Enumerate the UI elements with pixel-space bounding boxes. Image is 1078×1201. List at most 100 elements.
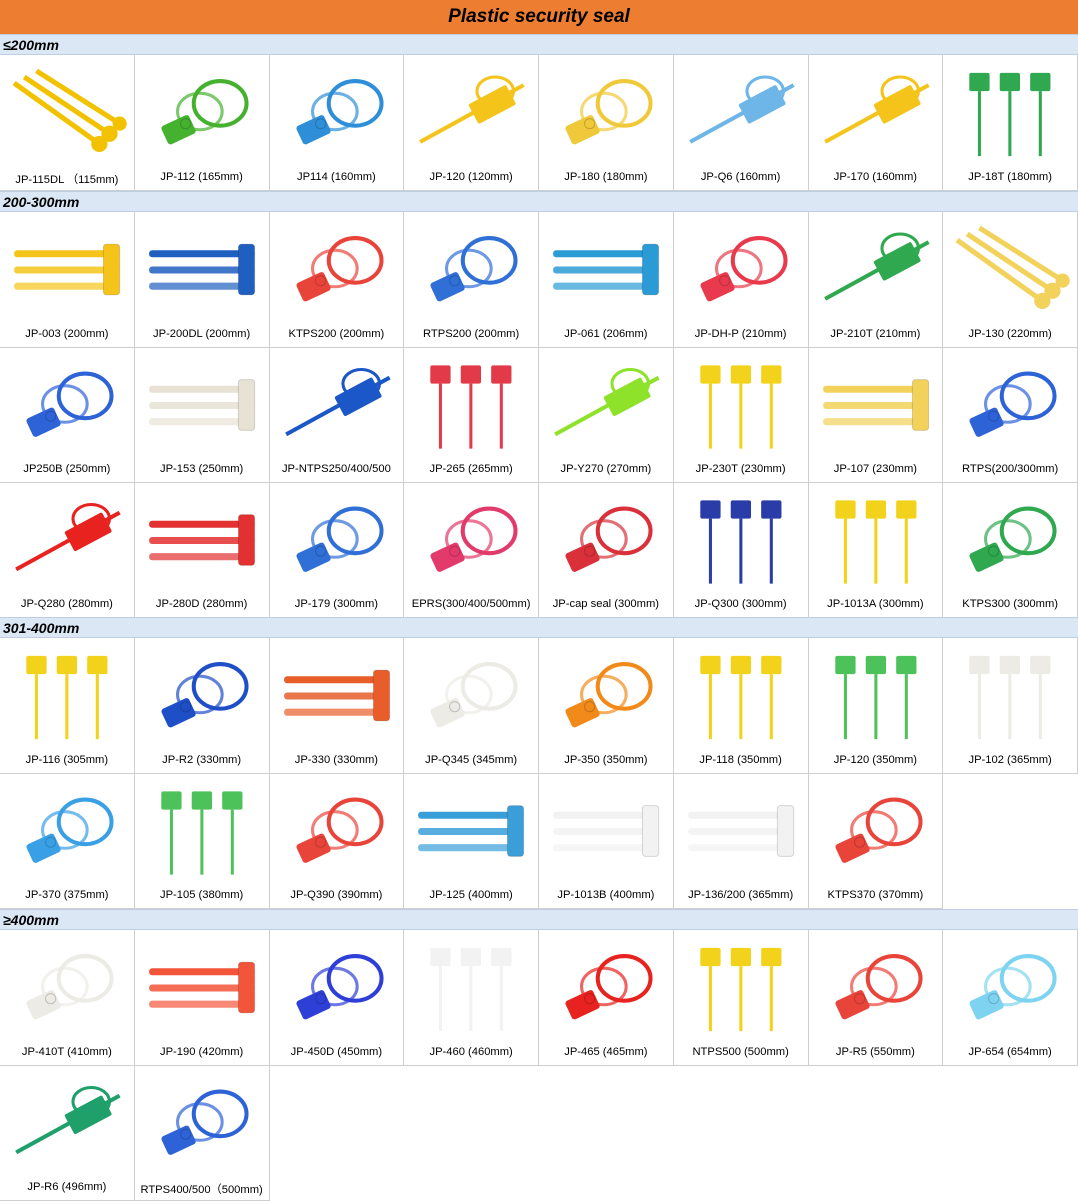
product-card[interactable]: JP-200DL (200mm) — [134, 212, 270, 348]
product-card[interactable]: JP-Y270 (270mm) — [539, 348, 674, 483]
product-card[interactable]: JP-R6 (496mm) — [0, 1066, 135, 1201]
product-card[interactable]: JP-NTPS250/400/500 — [269, 348, 405, 483]
pull-seal-flag-icon — [815, 216, 937, 325]
product-row: JP-003 (200mm) JP-200DL (200mm) KTPS200 … — [0, 212, 1078, 348]
pull-seal-loop-icon — [949, 934, 1071, 1043]
product-card[interactable]: JP-125 (400mm) — [404, 774, 539, 909]
product-caption: KTPS200 (200mm) — [288, 328, 385, 340]
product-card[interactable]: JP-210T (210mm) — [808, 212, 944, 348]
product-caption: JP-118 (350mm) — [699, 754, 782, 766]
product-card[interactable]: JP-230T (230mm) — [673, 348, 809, 483]
product-card[interactable]: JP-102 (365mm) — [943, 638, 1078, 774]
product-card[interactable]: RTPS(200/300mm) — [943, 348, 1078, 483]
product-card[interactable]: NTPS500 (500mm) — [673, 930, 809, 1066]
product-caption: KTPS370 (370mm) — [827, 889, 924, 901]
product-caption: JP250B (250mm) — [23, 463, 111, 475]
pull-seal-loop-icon — [815, 778, 937, 886]
pull-seal-loop-icon — [410, 487, 532, 595]
product-card[interactable]: JP-116 (305mm) — [0, 638, 135, 774]
product-row: JP-116 (305mm) JP-R2 (330mm) JP-330 (330… — [0, 638, 1078, 774]
product-card[interactable]: JP-136/200 (365mm) — [673, 774, 809, 909]
product-card[interactable]: JP-118 (350mm) — [673, 638, 809, 774]
product-card[interactable]: JP-cap seal (300mm) — [539, 483, 674, 618]
section-header: ≥400mm — [0, 909, 1078, 930]
product-card[interactable]: JP-107 (230mm) — [808, 348, 944, 483]
product-caption: JP-180 (180mm) — [564, 171, 648, 183]
product-caption: JP-136/200 (365mm) — [688, 889, 794, 901]
product-card[interactable]: JP-120 (350mm) — [808, 638, 944, 774]
pull-seal-tag-icon — [680, 934, 802, 1043]
product-card[interactable]: RTPS200 (200mm) — [404, 212, 539, 348]
product-caption: JP-410T (410mm) — [21, 1046, 112, 1058]
product-card[interactable]: JP-370 (375mm) — [0, 774, 135, 909]
product-card[interactable]: RTPS400/500（500mm) — [134, 1066, 270, 1201]
section-label: 301-400mm — [3, 619, 80, 636]
product-card[interactable]: KTPS370 (370mm) — [808, 774, 944, 909]
pull-seal-arrow-icon — [949, 216, 1071, 325]
product-card[interactable]: JP-179 (300mm) — [269, 483, 405, 618]
product-card[interactable]: JP250B (250mm) — [0, 348, 135, 483]
product-caption: JP-1013A (300mm) — [827, 598, 924, 610]
product-card[interactable]: JP-450D (450mm) — [269, 930, 405, 1066]
product-card[interactable]: JP-120 (120mm) — [404, 55, 539, 191]
product-card[interactable]: JP-DH-P (210mm) — [673, 212, 809, 348]
strap-seal-icon — [6, 216, 128, 325]
product-card[interactable]: JP114 (160mm) — [269, 55, 405, 191]
pull-seal-loop-icon — [949, 352, 1071, 460]
strap-seal-icon — [141, 934, 263, 1043]
product-card[interactable]: JP-130 (220mm) — [943, 212, 1078, 348]
product-card[interactable]: JP-Q390 (390mm) — [269, 774, 405, 909]
product-caption: JP-350 (350mm) — [564, 754, 648, 766]
product-caption: JP-Q390 (390mm) — [290, 889, 383, 901]
product-card[interactable]: JP-330 (330mm) — [269, 638, 405, 774]
pull-seal-tag-icon — [680, 487, 802, 595]
pull-seal-loop-icon — [410, 216, 532, 325]
pull-seal-tag-icon — [815, 487, 937, 595]
product-card[interactable]: JP-1013B (400mm) — [539, 774, 674, 909]
product-caption: NTPS500 (500mm) — [692, 1046, 789, 1058]
product-card[interactable]: JP-265 (265mm) — [404, 348, 539, 483]
product-card[interactable]: JP-003 (200mm) — [0, 212, 135, 348]
product-card[interactable]: JP-410T (410mm) — [0, 930, 135, 1066]
pull-seal-flag-icon — [6, 487, 128, 595]
product-caption: JP-280D (280mm) — [155, 598, 248, 610]
product-caption: JP-200DL (200mm) — [153, 328, 251, 340]
section-label: ≤200mm — [3, 36, 59, 53]
pull-seal-flag-icon — [815, 59, 937, 168]
product-card[interactable]: KTPS200 (200mm) — [269, 212, 405, 348]
product-card[interactable]: JP-112 (165mm) — [134, 55, 270, 191]
product-card[interactable]: JP-180 (180mm) — [539, 55, 674, 191]
product-caption: JP-R2 (330mm) — [162, 754, 242, 766]
section-label: ≥400mm — [3, 911, 59, 928]
product-caption: JP-18T (180mm) — [968, 171, 1052, 183]
product-card[interactable]: JP-061 (206mm) — [539, 212, 674, 348]
product-card[interactable]: JP-R2 (330mm) — [134, 638, 270, 774]
product-card[interactable]: KTPS300 (300mm) — [943, 483, 1078, 618]
pull-seal-tag-icon — [6, 642, 128, 751]
pull-seal-arrow-icon — [6, 59, 128, 168]
product-card[interactable]: EPRS(300/400/500mm) — [404, 483, 539, 618]
product-card[interactable]: JP-115DL （115mm) — [0, 55, 135, 191]
product-card[interactable]: JP-Q345 (345mm) — [404, 638, 539, 774]
product-card[interactable]: JP-Q300 (300mm) — [673, 483, 809, 618]
section-header: ≤200mm — [0, 34, 1078, 55]
pull-seal-tag-icon — [141, 778, 263, 886]
product-row: JP-370 (375mm) JP-105 (380mm) JP-Q390 (3… — [0, 774, 1078, 909]
product-card[interactable]: JP-190 (420mm) — [134, 930, 270, 1066]
product-card[interactable]: JP-Q6 (160mm) — [673, 55, 809, 191]
pull-seal-loop-icon — [276, 487, 398, 595]
product-card[interactable]: JP-460 (460mm) — [404, 930, 539, 1066]
product-card[interactable]: JP-18T (180mm) — [943, 55, 1078, 191]
product-card[interactable]: JP-350 (350mm) — [539, 638, 674, 774]
product-card[interactable]: JP-153 (250mm) — [134, 348, 270, 483]
product-card[interactable]: JP-654 (654mm) — [943, 930, 1078, 1066]
product-card[interactable]: JP-105 (380mm) — [134, 774, 270, 909]
product-card[interactable]: JP-1013A (300mm) — [808, 483, 944, 618]
product-card[interactable]: JP-Q280 (280mm) — [0, 483, 135, 618]
pull-seal-loop-icon — [545, 59, 667, 168]
product-card[interactable]: JP-280D (280mm) — [134, 483, 270, 618]
product-card[interactable]: JP-R5 (550mm) — [808, 930, 944, 1066]
product-card[interactable]: JP-170 (160mm) — [808, 55, 944, 191]
product-caption: JP-115DL （115mm) — [15, 174, 119, 186]
product-card[interactable]: JP-465 (465mm) — [539, 930, 674, 1066]
